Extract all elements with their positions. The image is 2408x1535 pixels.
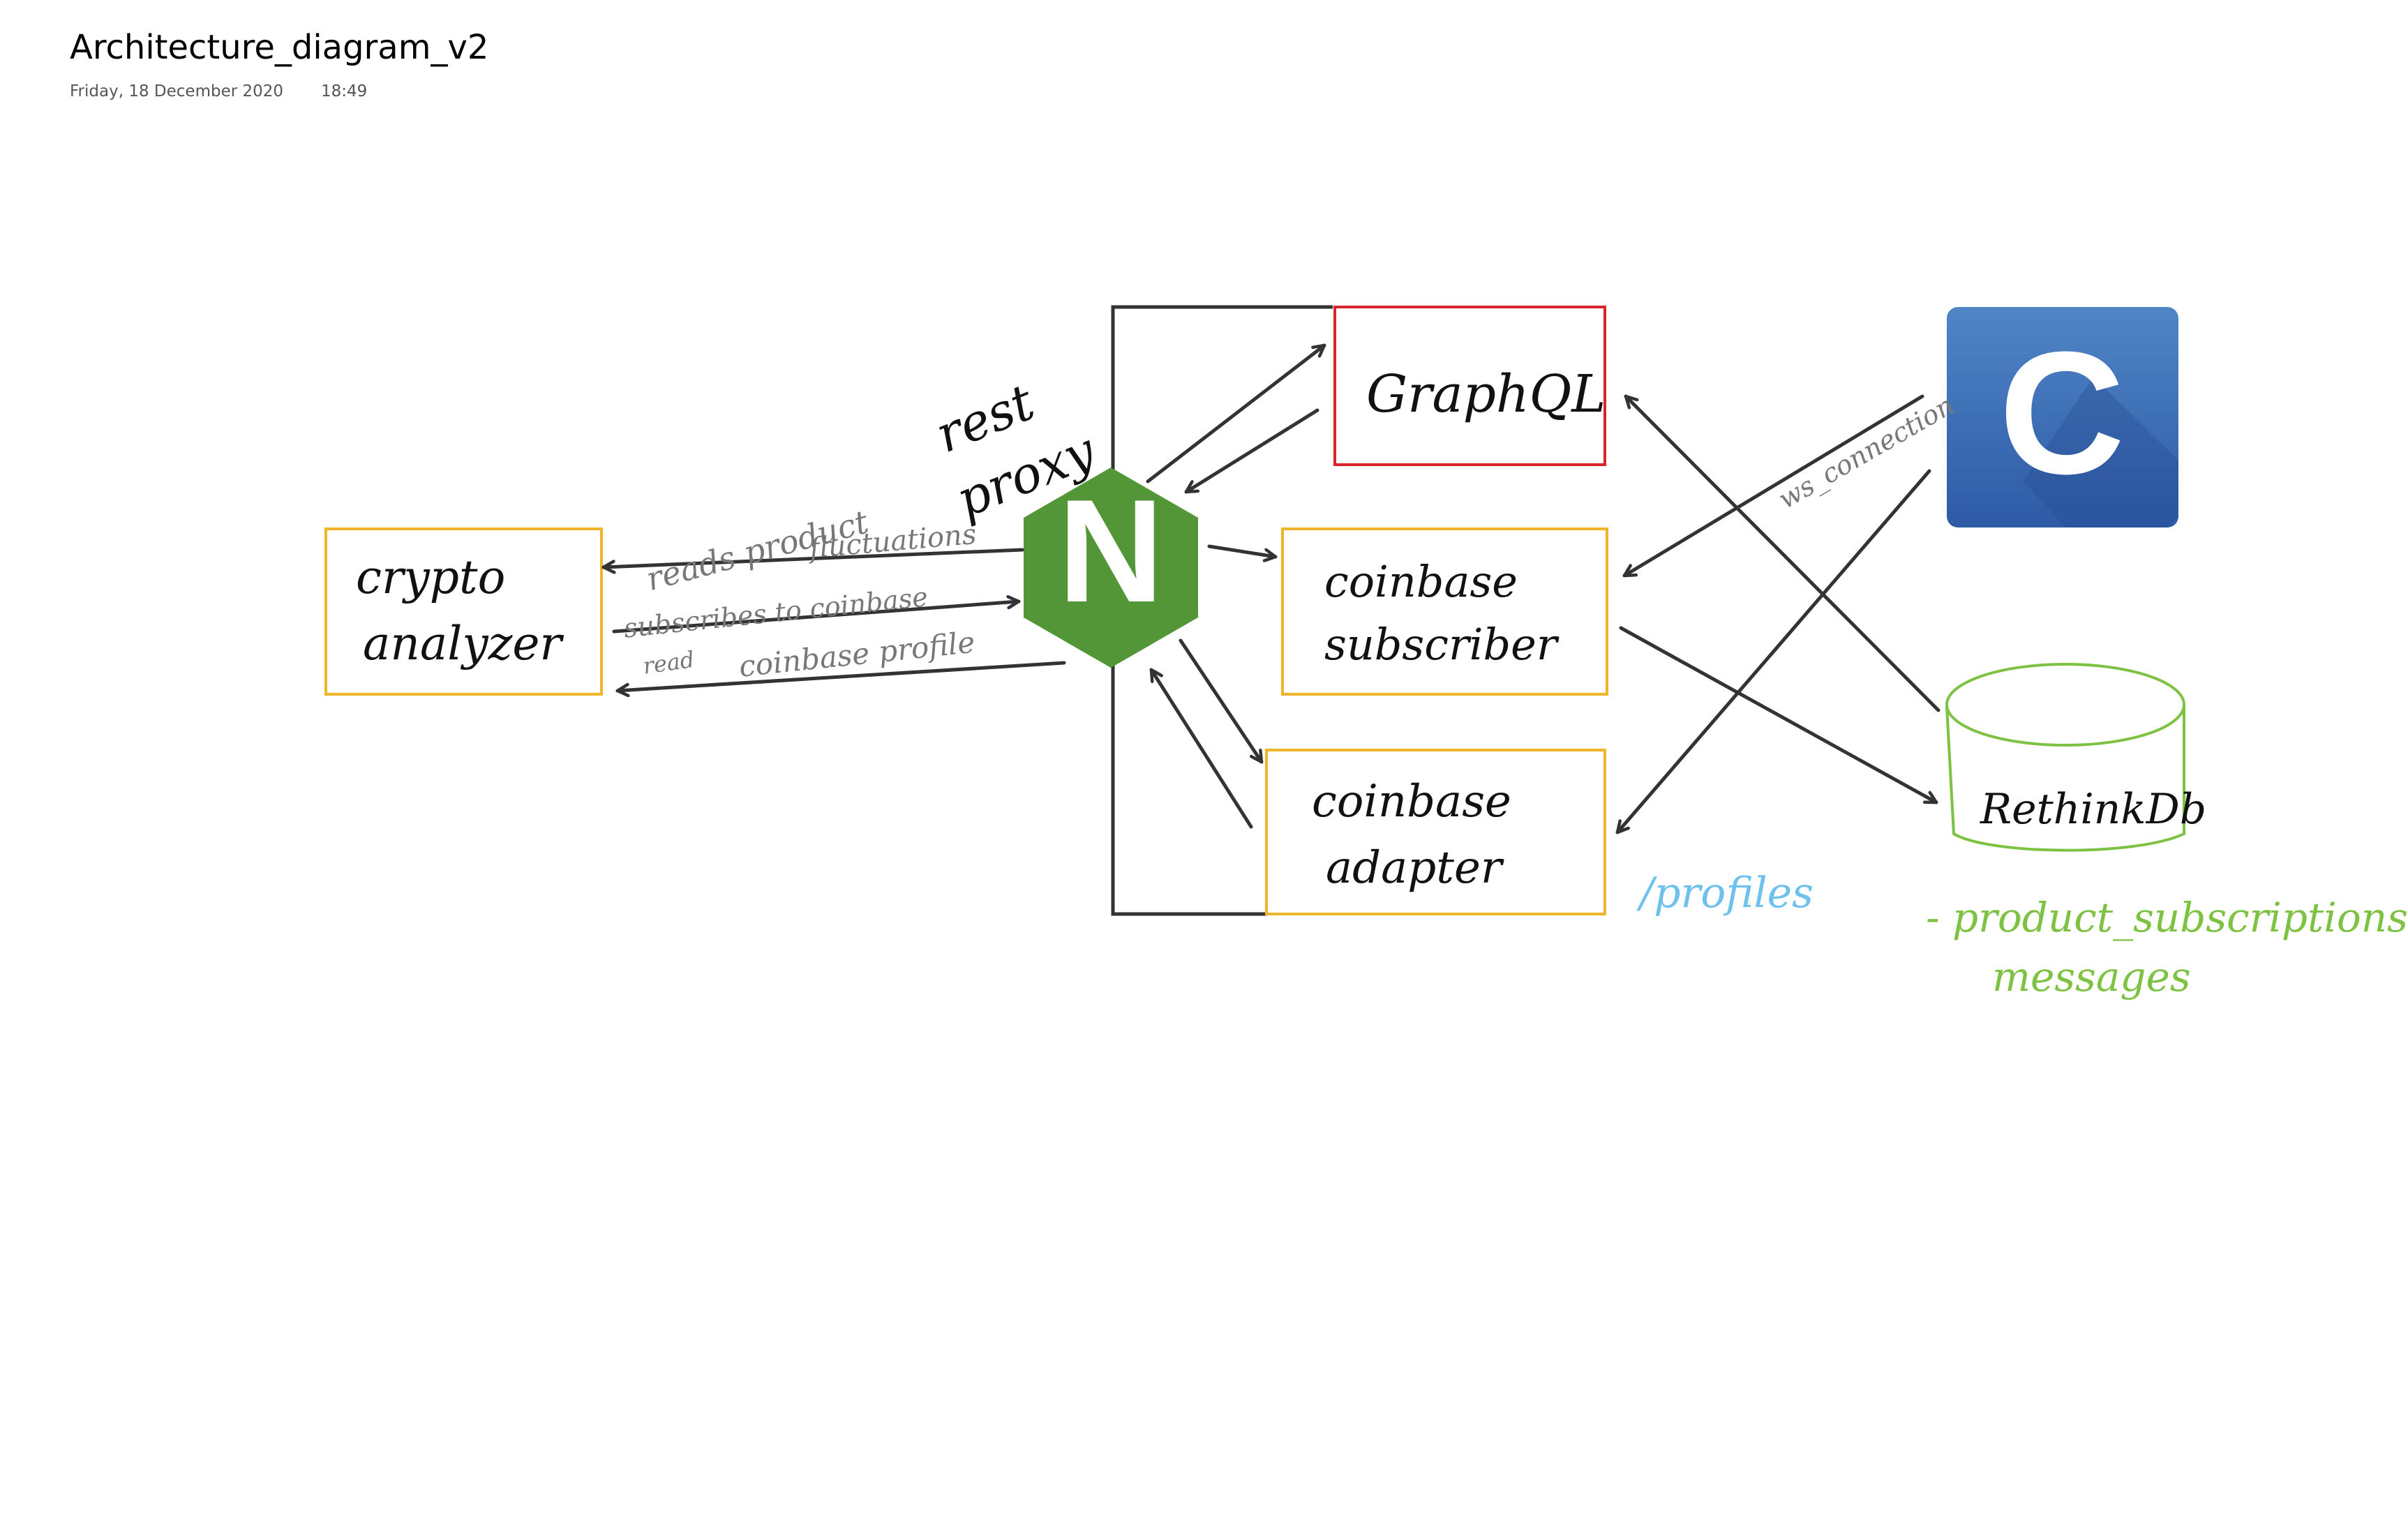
profiles-annotation: /profiles [1636, 869, 1814, 918]
crypto-analyzer-label-line1: crypto [356, 551, 505, 604]
crypto-analyzer-node[interactable]: crypto analyzer [324, 527, 603, 696]
coinbase-logo-shadow [2024, 377, 2178, 527]
crypto-analyzer-box [324, 527, 603, 696]
coinbase-logo-tile [1947, 307, 2178, 527]
db-tables-annotation-line1: - product_subscriptions [1926, 894, 2408, 941]
edge-coinbase-to-adapter [1615, 469, 1931, 834]
connections [601, 343, 1940, 834]
db-tables-annotation-line2: messages [1992, 953, 2191, 1001]
edge-nginx-to-adapter [1179, 638, 1264, 764]
edge-nginx-to-subscriber [1207, 544, 1278, 557]
edge-nginx-to-analyzer-fluctuations [601, 548, 1024, 567]
coinbase-adapter-node[interactable]: coinbase adapter [1265, 749, 1606, 915]
graphql-node[interactable]: GraphQL [1333, 306, 1606, 466]
coinbase-adapter-label-line1: coinbase [1312, 776, 1511, 828]
nginx-logo-letter: N [1058, 469, 1164, 633]
coinbase-logo-letter: C [1999, 315, 2125, 510]
rethinkdb-label: RethinkDb [1980, 785, 2206, 834]
graphql-label: GraphQL [1366, 364, 1606, 424]
rethinkdb-node[interactable]: RethinkDb [1945, 663, 2206, 852]
page-time: 18:49 [321, 82, 368, 100]
edge-rethinkdb-to-graphql [1624, 394, 1940, 712]
coinbase-subscriber-box [1281, 527, 1608, 696]
page-date: Friday, 18 December 2020 [70, 82, 284, 100]
edge-nginx-to-analyzer-profile [615, 661, 1066, 691]
edge-graphql-to-nginx [1184, 408, 1319, 494]
coinbase-subscriber-label-line1: coinbase [1324, 556, 1518, 607]
coinbase-subscriber-label-line2: subscriber [1324, 619, 1560, 670]
rethinkdb-cylinder-top [1945, 663, 2185, 747]
edge-adapter-to-nginx [1149, 668, 1253, 829]
edge-label-ws-connection: ws_connection [1773, 389, 1959, 515]
coinbase-logo[interactable]: C [1947, 307, 2178, 527]
edge-label-read: read [641, 646, 696, 680]
coinbase-adapter-box [1265, 749, 1606, 915]
coinbase-adapter-label-line2: adapter [1326, 842, 1504, 894]
graphql-box [1333, 306, 1606, 466]
rethinkdb-cylinder-body [1945, 705, 2185, 852]
edge-analyzer-to-nginx-subscribe [612, 601, 1021, 634]
nginx-hexagon [1024, 467, 1198, 668]
edge-coinbase-to-subscriber [1622, 394, 1924, 578]
nginx-node[interactable]: N [1024, 467, 1198, 668]
edge-nginx-to-graphql [1146, 343, 1326, 484]
crypto-analyzer-label-line2: analyzer [363, 617, 564, 671]
page-title[interactable]: Architecture_diagram_v2 [70, 28, 489, 67]
edge-subscriber-to-rethinkdb [1619, 626, 1938, 804]
coinbase-subscriber-node[interactable]: coinbase subscriber [1281, 527, 1608, 696]
